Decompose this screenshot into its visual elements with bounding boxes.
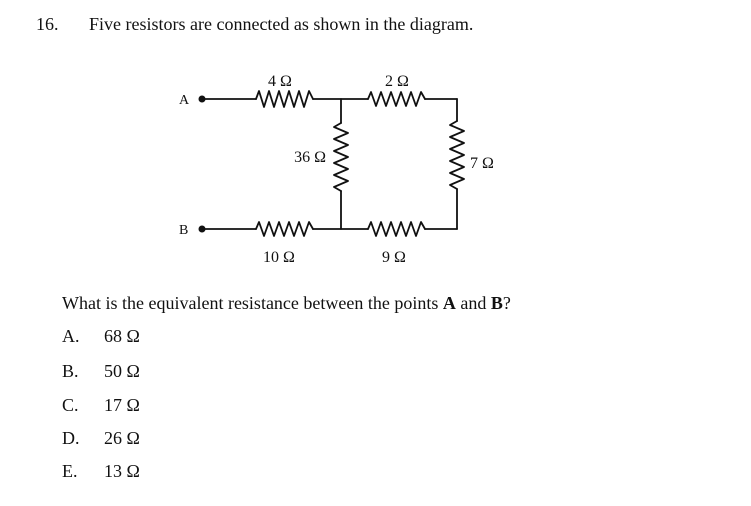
- choice-value: 17 Ω: [104, 395, 140, 415]
- resistor-9-ohm: [367, 221, 426, 237]
- choice-value: 26 Ω: [104, 428, 140, 448]
- choice-letter: E.: [62, 461, 78, 481]
- question-prompt: What is the equivalent resistance betwee…: [62, 293, 511, 314]
- choice-value: 50 Ω: [104, 361, 140, 381]
- terminal-a-label: A: [179, 93, 190, 108]
- choice-value: 68 Ω: [104, 326, 140, 346]
- terminal-b-dot: [198, 225, 206, 233]
- resistor-4-ohm: [255, 90, 314, 108]
- choice-d[interactable]: D. 26 Ω: [62, 428, 140, 449]
- circuit-diagram: A B 4 Ω 2 Ω 36 Ω 7 Ω 10 Ω 9 Ω: [179, 73, 494, 266]
- question-number: 16.: [36, 14, 59, 34]
- prompt-text-1: What is the equivalent resistance betwee…: [62, 293, 443, 313]
- choice-letter: A.: [62, 326, 80, 346]
- choice-letter: B.: [62, 361, 79, 381]
- choice-b[interactable]: B. 50 Ω: [62, 361, 140, 382]
- label-4-ohm: 4 Ω: [268, 73, 292, 90]
- choice-value: 13 Ω: [104, 461, 140, 481]
- prompt-text-2: and: [455, 293, 491, 313]
- choice-e[interactable]: E. 13 Ω: [62, 461, 140, 482]
- label-36-ohm: 36 Ω: [294, 149, 326, 166]
- terminal-a-dot: [198, 95, 206, 103]
- choice-a[interactable]: A. 68 Ω: [62, 326, 140, 347]
- choice-c[interactable]: C. 17 Ω: [62, 395, 140, 416]
- resistor-10-ohm: [255, 221, 314, 237]
- question-stem: Five resistors are connected as shown in…: [89, 14, 474, 34]
- terminal-b-label: B: [179, 223, 188, 238]
- choice-letter: D.: [62, 428, 80, 448]
- resistor-2-ohm: [367, 91, 426, 107]
- label-7-ohm: 7 Ω: [470, 155, 494, 172]
- label-9-ohm: 9 Ω: [382, 249, 406, 266]
- label-10-ohm: 10 Ω: [263, 249, 295, 266]
- prompt-text-3: ?: [502, 293, 511, 313]
- prompt-point-b: B: [490, 293, 503, 313]
- resistor-7-ohm: [449, 120, 465, 190]
- prompt-point-a: A: [442, 293, 456, 313]
- choice-letter: C.: [62, 395, 79, 415]
- label-2-ohm: 2 Ω: [385, 73, 409, 90]
- resistor-36-ohm: [333, 122, 349, 192]
